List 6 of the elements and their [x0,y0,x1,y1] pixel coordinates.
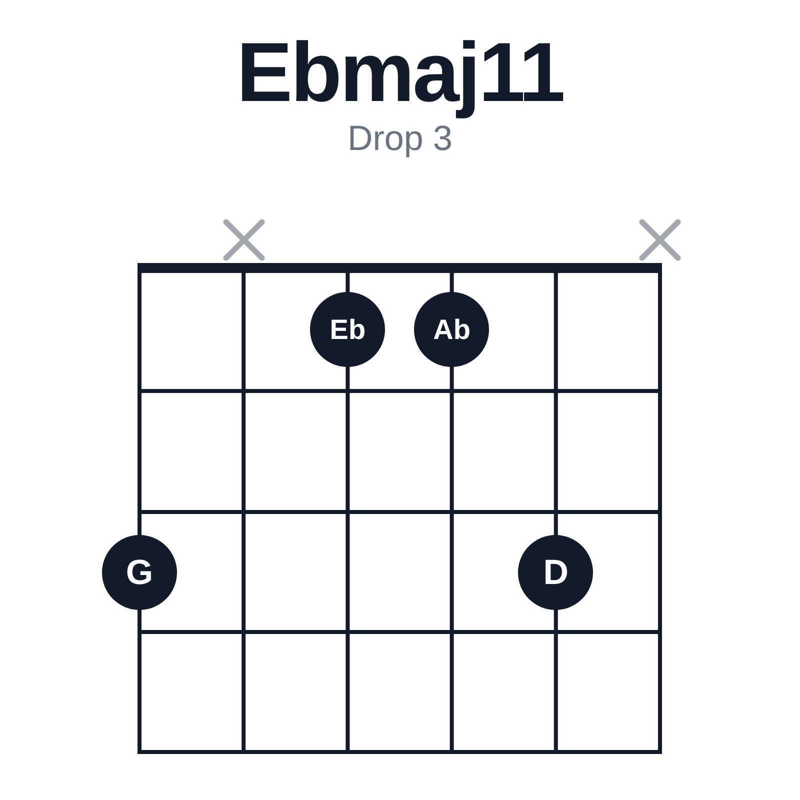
note-name: Ab [433,316,470,344]
note-name: D [543,554,569,590]
voicing-subtitle: Drop 3 [347,120,453,158]
chord-title: Ebmaj11 [236,25,564,120]
note-name: Eb [330,316,366,344]
note-name: G [126,554,154,590]
